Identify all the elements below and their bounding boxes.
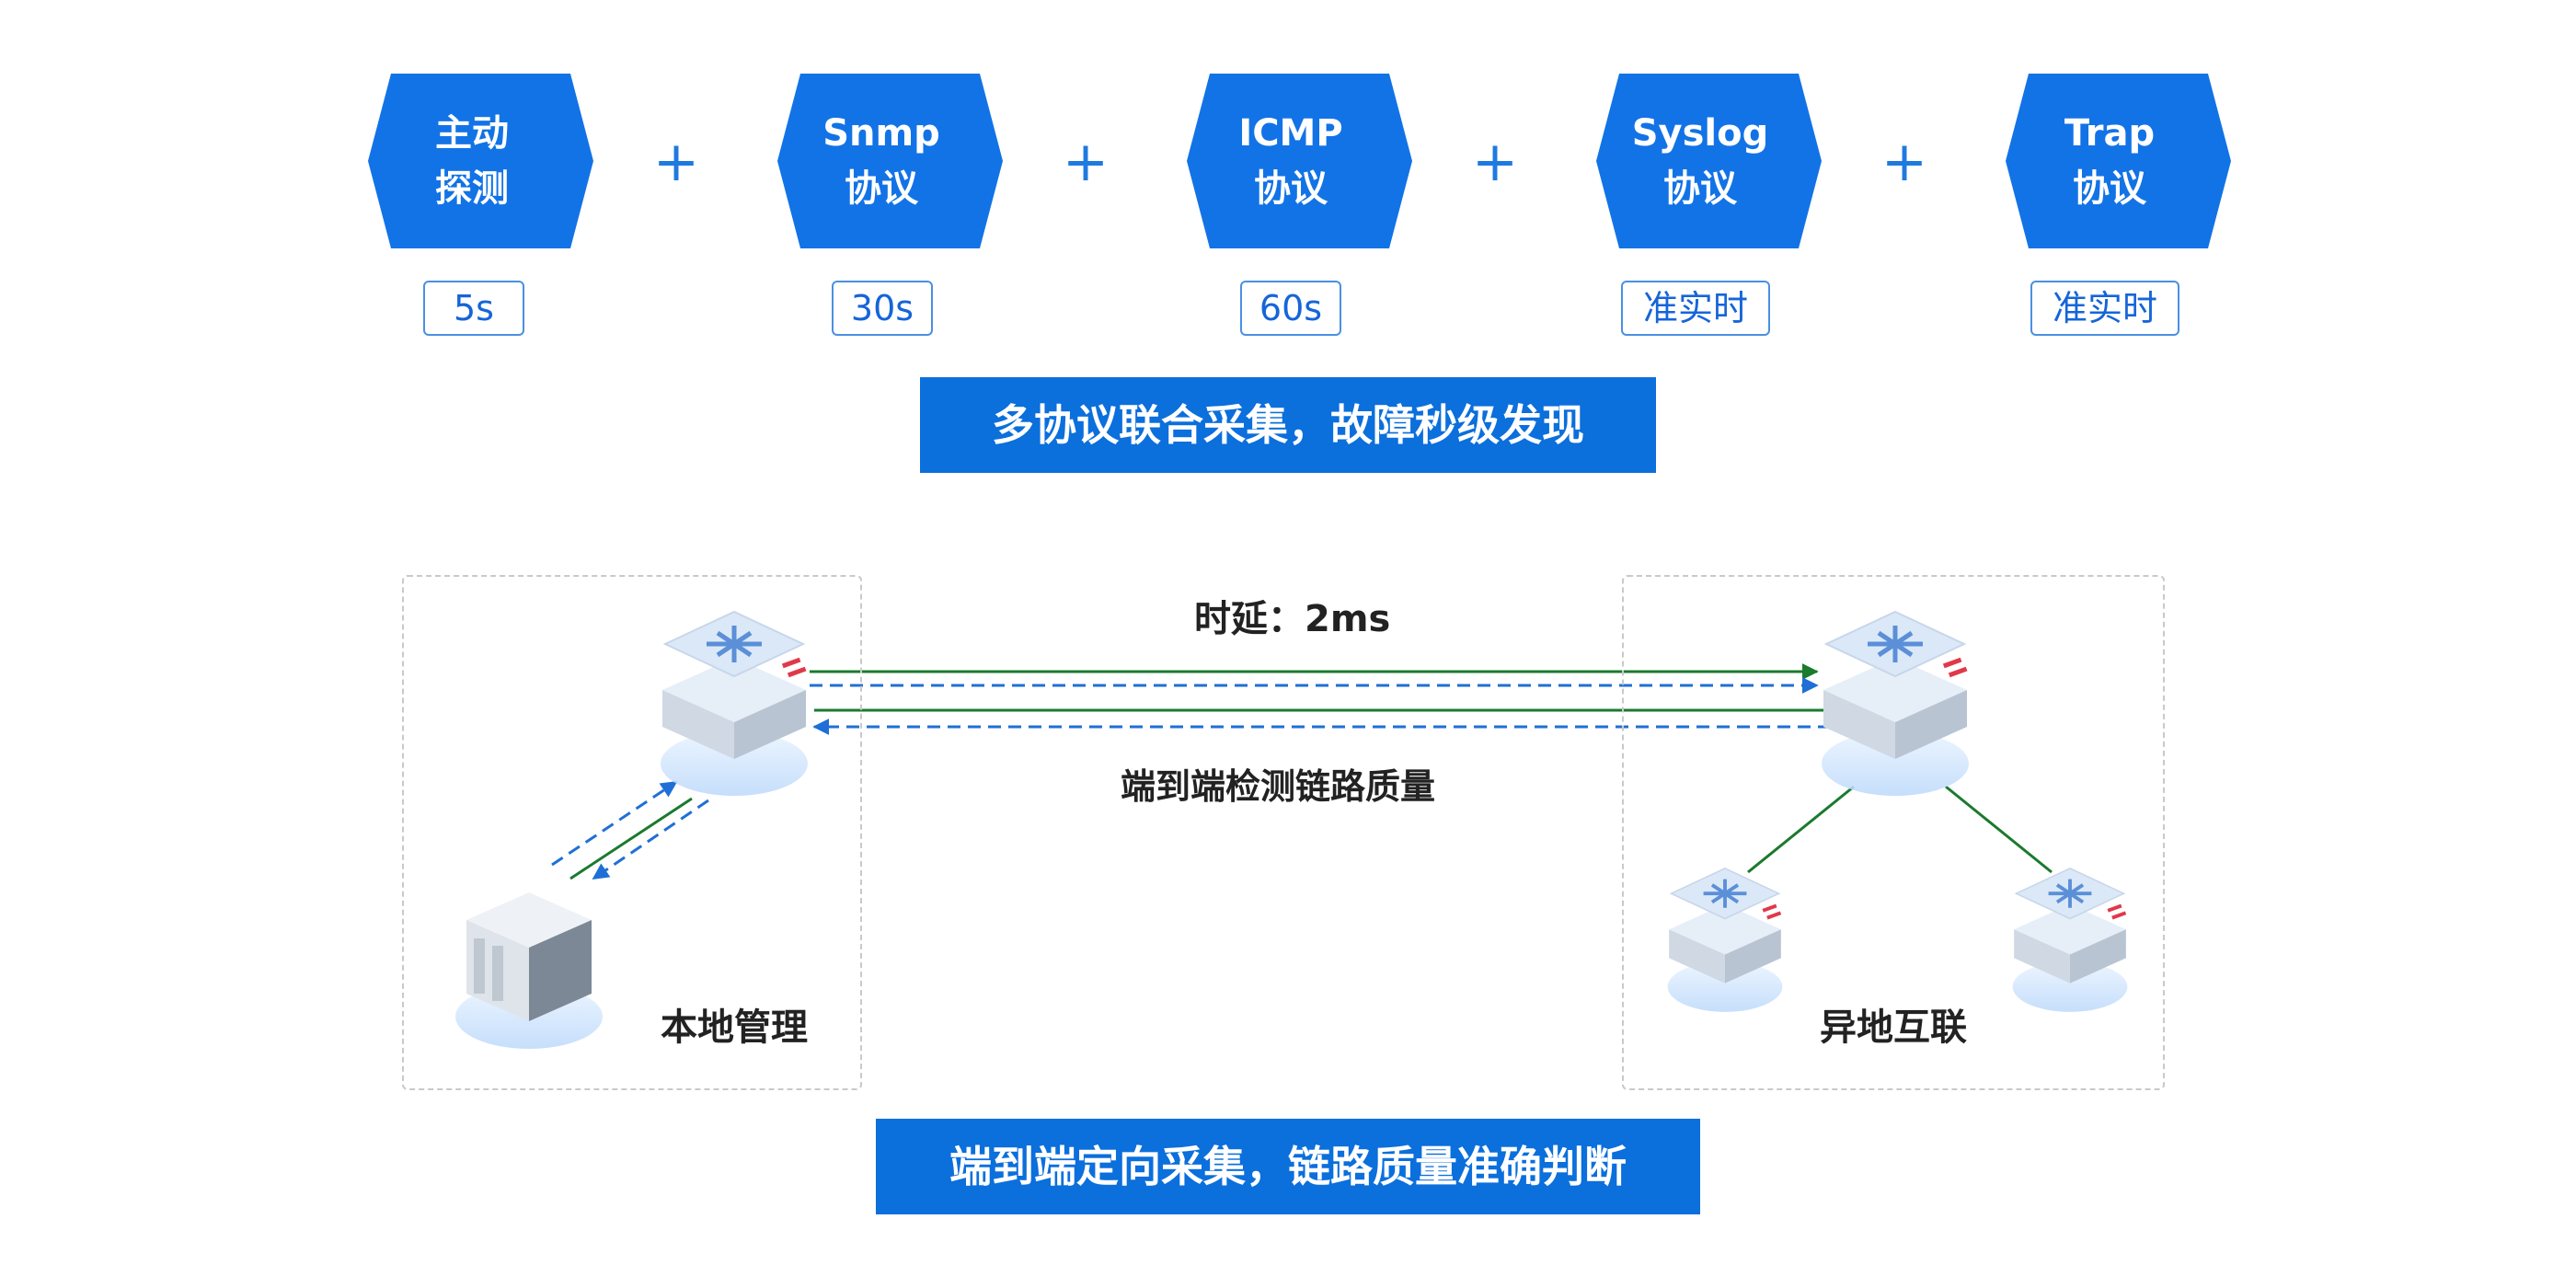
interval-badge-snmp: 30s [832, 281, 933, 336]
protocol-name-line1: 主动 [435, 112, 509, 155]
local-server-icon [455, 892, 603, 1049]
hexagon-trap [2006, 74, 2231, 248]
interval-badge-icmp: 60s [1240, 281, 1341, 336]
interval-badge-active-probe: 5s [423, 281, 524, 336]
protocol-name-line2: 协议 [1663, 167, 1737, 210]
hexagon-active-probe [368, 74, 593, 248]
plus-icon: + [1471, 130, 1519, 194]
interval-badge-trap: 准实时 [2030, 281, 2179, 336]
green-local-link [569, 797, 693, 880]
remote-interconnect-box [1622, 575, 2165, 1090]
protocol-name-line2: 协议 [845, 167, 918, 210]
protocol-name-line1: Trap [2064, 112, 2156, 155]
link-quality-label: 端到端检测链路质量 [1121, 766, 1436, 807]
local-management-label: 本地管理 [661, 1006, 808, 1049]
local-switch-icon [661, 610, 808, 796]
protocol-name-line1: Snmp [822, 112, 940, 155]
banner-top: 多协议联合采集，故障秒级发现 [920, 377, 1656, 473]
hexagon-icmp [1187, 74, 1412, 248]
remote-switch-right-icon [2012, 868, 2128, 1012]
protocol-name-line2: 协议 [1254, 167, 1328, 210]
protocol-name-line1: ICMP [1238, 112, 1343, 155]
protocol-label-icmp: ICMP 协议 [1190, 106, 1392, 216]
local-management-box [402, 575, 862, 1090]
remote-switch-icon [1822, 610, 1969, 796]
plus-icon: + [652, 130, 700, 194]
remote-link-right [1945, 785, 2053, 874]
interval-badge-syslog: 准实时 [1621, 281, 1770, 336]
protocol-name-line2: 协议 [2073, 167, 2146, 210]
protocol-name-line1: Syslog [1631, 112, 1769, 155]
remote-link-left [1747, 785, 1855, 874]
protocol-label-syslog: Syslog 协议 [1599, 106, 1801, 216]
banner-bottom: 端到端定向采集，链路质量准确判断 [876, 1119, 1700, 1214]
protocol-label-active-probe: 主动 探测 [371, 106, 573, 216]
remote-switch-left-icon [1667, 868, 1783, 1012]
remote-interconnect-label: 异地互联 [1820, 1006, 1967, 1049]
plus-icon: + [1880, 130, 1928, 194]
blue-dashed-uplink [551, 780, 678, 867]
plus-icon: + [1062, 130, 1110, 194]
hexagon-syslog [1596, 74, 1822, 248]
latency-label: 时延：2ms [1194, 598, 1391, 640]
blue-dashed-downlink [592, 799, 709, 880]
protocol-label-trap: Trap 协议 [2008, 106, 2211, 216]
hexagon-snmp [777, 74, 1003, 248]
protocol-name-line2: 探测 [435, 167, 509, 210]
protocol-label-snmp: Snmp 协议 [780, 106, 983, 216]
